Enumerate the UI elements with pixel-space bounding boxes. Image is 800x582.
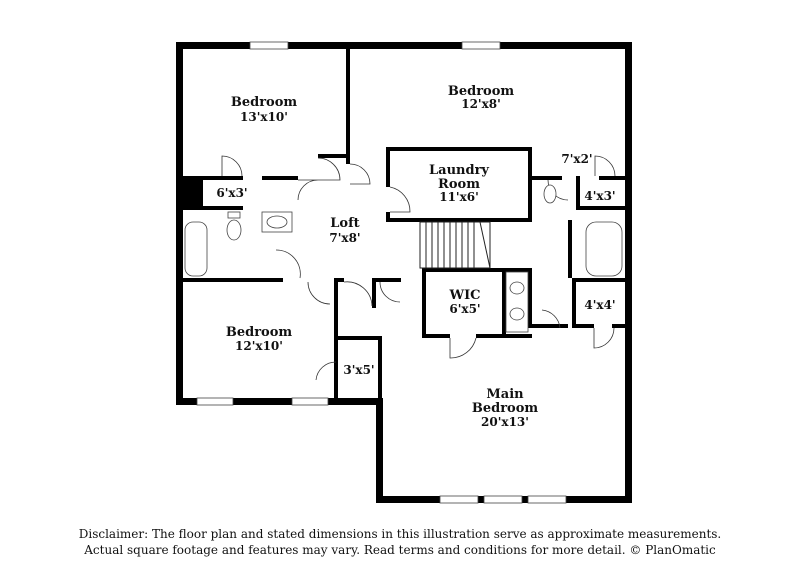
closet-ne-a-dim: 7'x2' [561,152,592,166]
disclaimer: Disclaimer: The floor plan and stated di… [0,526,800,558]
disclaimer-line-2: Actual square footage and features may v… [84,543,716,557]
closet-sw-dim: 3'x5' [343,363,374,377]
closet-e-dim: 4'x4' [584,298,615,312]
door-swings [221,155,616,381]
closet-nw-dim: 6'x3' [216,186,247,200]
interior-walls [183,49,625,403]
closet-ne-b-dim: 4'x3' [584,189,615,203]
bedroom-nw-name: Bedroom [231,95,298,110]
loft-dim: 7'x8' [329,231,360,245]
main-bedroom-name-line1: Main [486,387,524,402]
bedroom-sw-name: Bedroom [226,325,293,340]
main-bedroom-dim: 20'x13' [481,415,529,429]
bedroom-nw-dim: 13'x10' [240,110,288,124]
staircase [419,221,491,269]
wic-dim: 6'x5' [449,302,480,316]
main-bedroom-name-line2: Bedroom [472,401,539,416]
laundry-name-line1: Laundry [429,163,489,178]
windows [196,41,567,504]
laundry-dim: 11'x6' [439,190,479,204]
bathroom-fixtures [184,184,623,333]
laundry-name-line2: Room [438,177,480,192]
loft-name: Loft [330,216,359,231]
wic-name: WIC [448,288,480,303]
bedroom-ne-name: Bedroom [448,84,515,99]
bedroom-ne-dim: 12'x8' [461,97,501,111]
bedroom-sw-dim: 12'x10' [235,339,283,353]
disclaimer-line-1: Disclaimer: The floor plan and stated di… [78,527,722,541]
room-labels: Bedroom 13'x10' Bedroom 12'x8' Laundry R… [216,84,615,429]
